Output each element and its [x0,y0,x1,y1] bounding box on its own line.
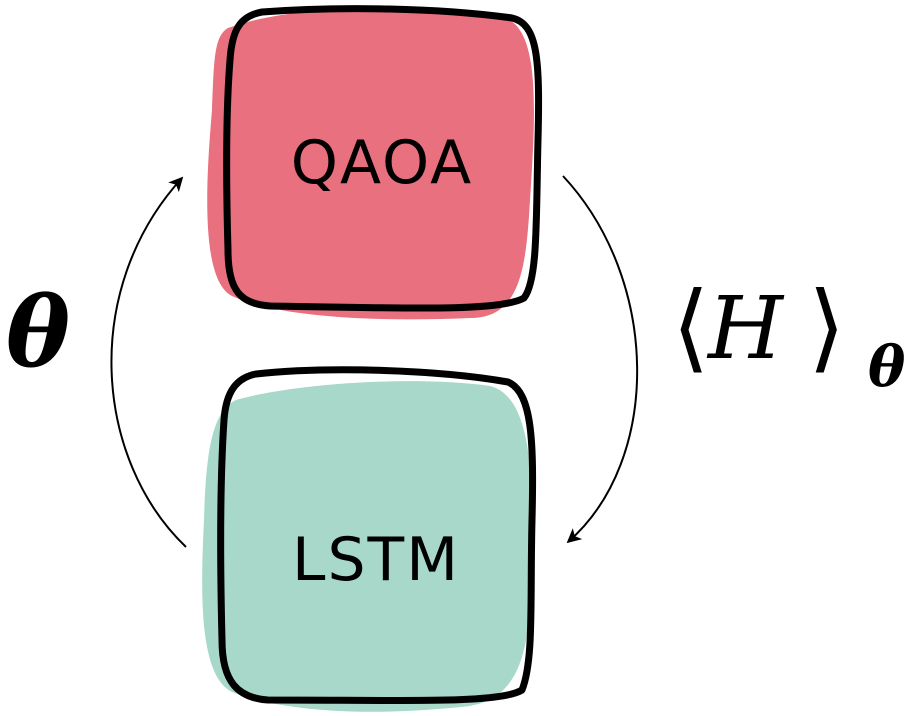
arrow-lstm-to-qaoa [110,176,187,548]
lstm-node: LSTM [202,366,537,712]
qaoa-blob [207,7,534,320]
expectation-close-bracket: ⟩ [808,271,845,383]
qaoa-label: QAOA [291,128,473,198]
expectation-operator: H [706,279,785,379]
arrow-qaoa-to-lstm [562,175,639,544]
expectation-subscript: θ [868,334,906,400]
qaoa-outline [223,5,543,312]
qaoa-node: QAOA [207,5,543,320]
lstm-label: LSTM [292,525,460,595]
expectation-open-bracket: ⟨ [672,271,709,383]
expectation-label: ⟨ H ⟩ θ [672,271,906,400]
lstm-outline [217,366,537,705]
lstm-blob [202,381,533,712]
theta-label: θ [6,276,70,389]
